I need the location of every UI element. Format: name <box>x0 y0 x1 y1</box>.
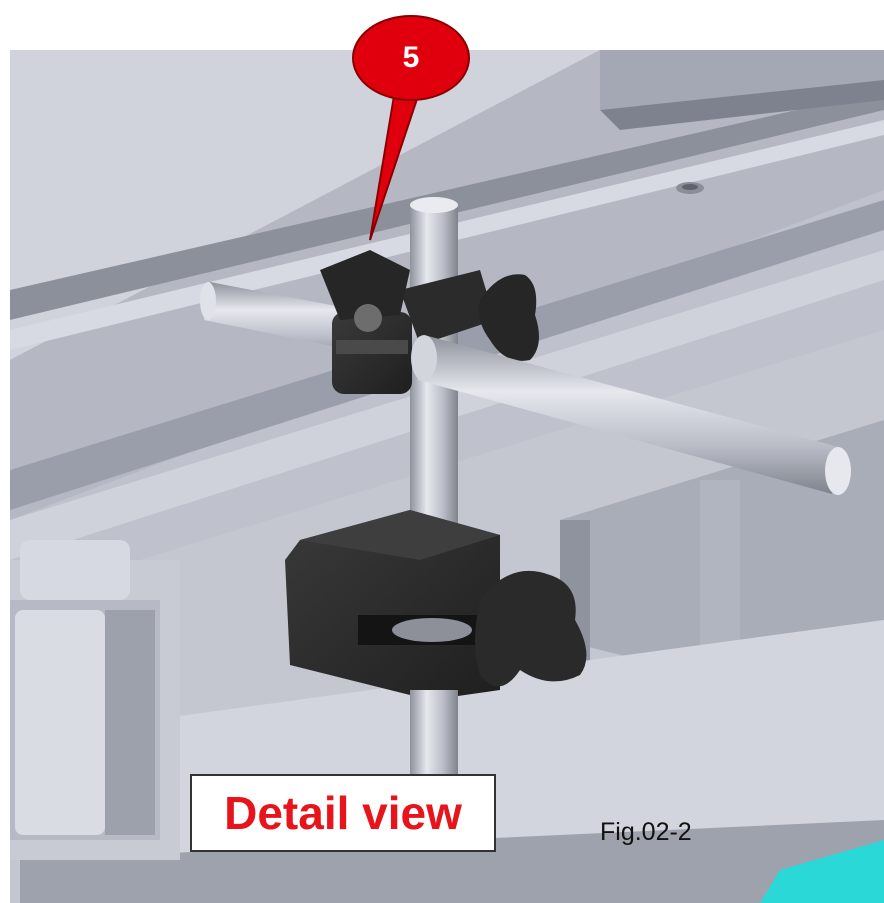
horizontal-rod-front <box>411 335 851 495</box>
detail-view-label: Detail view <box>190 774 496 852</box>
callout-number: 5 <box>402 41 420 74</box>
figure-label: Fig.02-2 <box>600 818 692 846</box>
callout-balloon <box>352 15 470 241</box>
lower-clamp-block <box>285 510 587 790</box>
upper-cross-clamp <box>320 250 539 394</box>
